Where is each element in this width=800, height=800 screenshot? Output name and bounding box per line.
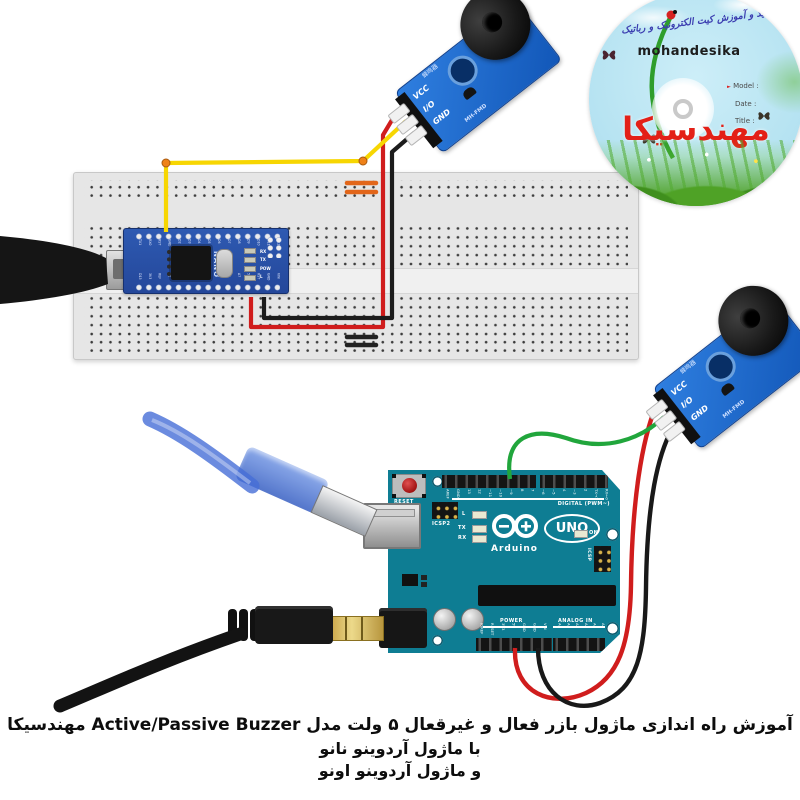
dc-plug-body (255, 606, 333, 644)
arduino-nano-board: TX1RX0RSTGNDD2D3D4D5D6D7D8D9D10D11D12 D1… (123, 228, 289, 294)
uno-power-jack (379, 608, 427, 648)
cd-hub (652, 78, 714, 140)
cd-field-model: Model : (733, 82, 759, 90)
uno-usb-port (363, 503, 421, 549)
nano-mcu-chip (167, 246, 223, 280)
icsp-label: ICSP (586, 548, 591, 562)
buzzer-sound-hole (478, 8, 507, 37)
led-tx-label: TX (458, 525, 467, 531)
led-l-label: L (462, 511, 466, 517)
breadboard-power-rail-bottom (84, 335, 628, 352)
cd-grass-decoration (589, 140, 800, 206)
nano-led-bar (244, 248, 256, 284)
uno-digital-header-a (442, 475, 536, 488)
icsp2-header (432, 502, 458, 519)
breadboard-power-rail-top (84, 180, 628, 197)
led-l (472, 511, 487, 519)
dip-socket (478, 585, 616, 606)
cd-field-title: Title : (735, 117, 755, 125)
cd-fields: ► Model : Date : Title : (727, 78, 759, 130)
uno-analog-header (553, 638, 605, 651)
butterfly-icon (758, 112, 770, 120)
field-marker: ► (727, 84, 731, 90)
mounting-hole (606, 528, 619, 541)
caption: آموزش راه اندازی ماژول بازر فعال و غیرقع… (0, 712, 800, 782)
blue-usb-cable-highlight (151, 418, 252, 485)
led-on (574, 530, 588, 538)
smd-component (421, 575, 427, 580)
usb-b-connector-metal (310, 485, 378, 537)
mounting-hole (432, 476, 443, 487)
reset-button-base (392, 474, 426, 498)
caption-line-1: آموزش راه اندازی ماژول بازر فعال و غیرقع… (7, 715, 793, 735)
arduino-infinity-logo (492, 514, 538, 538)
wire-bendpoint (161, 158, 171, 168)
cd-field-date: Date : (735, 100, 757, 108)
buzzer-sound-hole (736, 304, 765, 333)
icsp2-label: ICSP2 (432, 521, 451, 527)
mounting-hole (606, 622, 619, 635)
capacitor (433, 608, 456, 631)
dc-plug-tip (330, 616, 384, 641)
icsp-header (594, 546, 611, 572)
nano-bottom-pin-row (132, 282, 280, 291)
led-rx-label: RX (458, 535, 467, 541)
cd-brand: mohandesika (637, 44, 741, 59)
digital-silk-line (452, 498, 604, 500)
power-label: POWER (500, 618, 523, 624)
nano-top-pin-row (132, 231, 280, 240)
buzzer-module-top: 蜂鸣器 VCC I/O GND MH-FMD (387, 0, 563, 154)
dc-plug-rib (228, 609, 237, 641)
nano-icsp-header (265, 235, 282, 258)
digital-label: DIGITAL (PWM~) (557, 501, 610, 507)
dc-plug-rib (250, 609, 259, 641)
dc-power-cable (53, 627, 247, 713)
uno-digital-header-b (540, 475, 608, 488)
capacitor (461, 608, 484, 631)
caption-line-3: و ماژول آردوینو اونو (318, 761, 482, 780)
breadboard-main-bottom (84, 292, 628, 336)
cd-disc: تولید و آموزش کیت الکترونیک و رباتیک moh… (589, 0, 800, 206)
buzzer-module-bottom: 蜂鸣器 VCC I/O GND MH-FMD (645, 271, 800, 450)
reset-label: RESET (394, 499, 414, 505)
arduino-brand: Arduino (491, 544, 538, 554)
smd-component (421, 582, 427, 587)
smd-component (402, 574, 418, 586)
led-rx (472, 535, 487, 543)
uno-logo: UNO (544, 514, 600, 543)
wire-green-uno-signal (507, 415, 666, 480)
wire-bendpoint (358, 156, 368, 166)
led-tx (472, 525, 487, 533)
on-label: ON (589, 530, 599, 536)
butterfly-icon (602, 50, 616, 60)
caption-line-2: با ماژول آردوینو نانو (319, 739, 481, 758)
uno-power-header (476, 638, 552, 651)
nano-oscillator (216, 249, 233, 278)
mounting-hole (432, 635, 443, 646)
reset-button (402, 478, 417, 493)
dc-plug-rib (239, 609, 248, 641)
